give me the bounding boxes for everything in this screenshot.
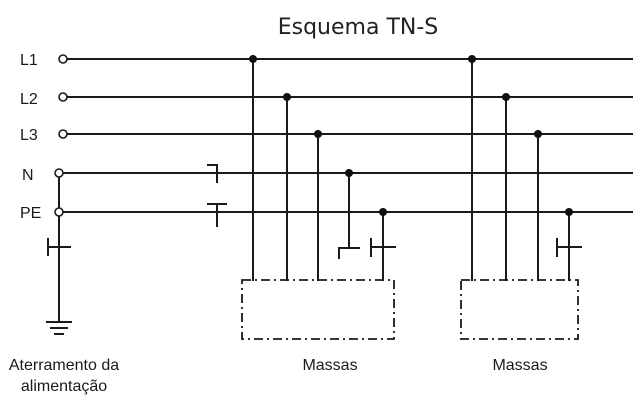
terminal-l2 [58, 92, 68, 102]
load1-label: Massas [302, 357, 357, 374]
terminal-l1 [58, 54, 68, 64]
terminal-pe [54, 207, 64, 217]
diagram-title: Esquema TN-S [278, 15, 439, 40]
ground-icon [46, 321, 72, 335]
junction-dot [565, 208, 573, 216]
junction-dot [249, 55, 257, 63]
label-n: N [22, 167, 34, 184]
ground-label-line1: Aterramento da [9, 357, 119, 374]
label-l2: L2 [20, 91, 38, 108]
label-l3: L3 [20, 127, 38, 144]
junction-dot [345, 169, 353, 177]
load1-frame [241, 279, 395, 340]
junction-dot [534, 130, 542, 138]
terminal-n [54, 168, 64, 178]
junction-dot [283, 93, 291, 101]
label-pe: PE [20, 205, 41, 222]
ground-label-line2: alimentação [21, 378, 107, 395]
load1-pe-terminal-icon [370, 238, 396, 257]
terminal-l3 [58, 129, 68, 139]
junction-dot [314, 130, 322, 138]
junction-dot [502, 93, 510, 101]
label-l1: L1 [20, 52, 38, 69]
load2-label: Massas [492, 357, 547, 374]
n-separation-icon [207, 164, 218, 183]
load2-pe-terminal-icon [556, 238, 582, 257]
load2-frame [460, 279, 579, 340]
pe-separation-icon [207, 203, 227, 227]
source-ground-tick-icon [47, 238, 71, 256]
junction-dot [468, 55, 476, 63]
load1-n-terminal-icon [338, 239, 360, 259]
junction-dot [379, 208, 387, 216]
